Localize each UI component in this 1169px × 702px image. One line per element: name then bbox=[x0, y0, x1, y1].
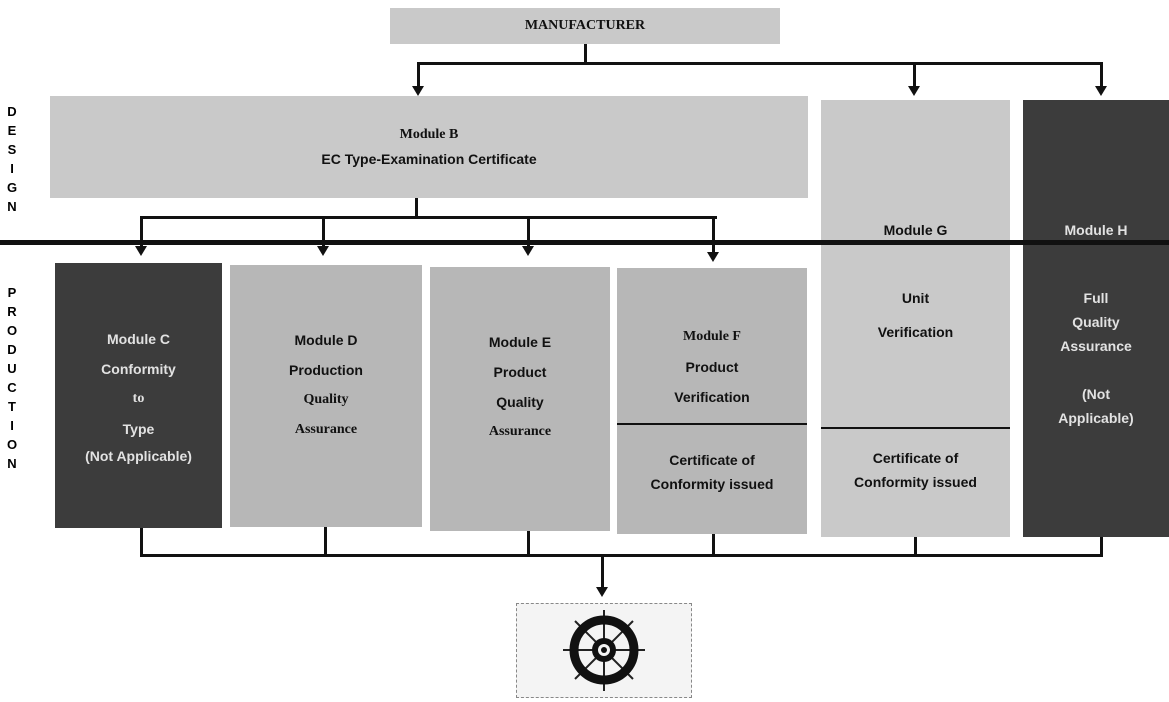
module-e-box: Module E Product Quality Assurance bbox=[430, 267, 610, 531]
arrow bbox=[522, 246, 534, 256]
module-g-divider bbox=[821, 427, 1010, 429]
arrow bbox=[1095, 86, 1107, 96]
module-h-title: Module H bbox=[1064, 222, 1128, 238]
connector bbox=[417, 62, 420, 86]
connector bbox=[1100, 62, 1103, 86]
module-b-box: Module B EC Type-Examination Certificate bbox=[50, 96, 808, 198]
connector bbox=[417, 62, 1103, 65]
module-f-box: Module F Product Verification bbox=[617, 268, 807, 534]
connector bbox=[140, 528, 143, 556]
module-c-box: Module C Conformity to Type (Not Applica… bbox=[55, 263, 222, 528]
module-f-certificate: Certificate of Conformity issued bbox=[650, 452, 774, 492]
arrow bbox=[412, 86, 424, 96]
module-g-title: Module G bbox=[883, 222, 948, 238]
arrow bbox=[707, 252, 719, 262]
connector bbox=[914, 537, 917, 556]
connector bbox=[584, 44, 587, 64]
connector bbox=[913, 62, 916, 86]
connector bbox=[1100, 537, 1103, 556]
manufacturer-box: MANUFACTURER bbox=[390, 8, 780, 44]
connector bbox=[140, 554, 1103, 557]
connector bbox=[601, 557, 604, 587]
module-b-title: Module B bbox=[399, 127, 459, 142]
arrow bbox=[596, 587, 608, 597]
connector bbox=[712, 216, 715, 252]
module-d-box: Module D Production Quality Assurance bbox=[230, 265, 422, 527]
module-g-box: Module G Unit Verification bbox=[821, 100, 1010, 537]
connector bbox=[527, 531, 530, 556]
module-h-box: Module H Full Quality Assurance (Not App… bbox=[1023, 100, 1169, 537]
arrow bbox=[135, 246, 147, 256]
result-box bbox=[516, 603, 692, 698]
connector bbox=[140, 216, 717, 219]
connector bbox=[415, 198, 418, 218]
phase-divider bbox=[0, 240, 1169, 245]
module-g-certificate: Certificate of Conformity issued bbox=[854, 450, 977, 490]
module-b-subtitle: EC Type-Examination Certificate bbox=[321, 151, 537, 167]
arrow bbox=[317, 246, 329, 256]
connector bbox=[527, 216, 530, 246]
arrow bbox=[908, 86, 920, 96]
module-g-line: Unit bbox=[901, 290, 930, 306]
connector bbox=[322, 216, 325, 246]
manufacturer-label: MANUFACTURER bbox=[524, 18, 646, 33]
connector bbox=[324, 527, 327, 556]
module-g-line: Verification bbox=[877, 324, 954, 340]
module-f-divider bbox=[617, 423, 807, 425]
connector bbox=[140, 216, 143, 246]
ship-wheel-icon bbox=[563, 610, 645, 691]
connector bbox=[712, 534, 715, 556]
